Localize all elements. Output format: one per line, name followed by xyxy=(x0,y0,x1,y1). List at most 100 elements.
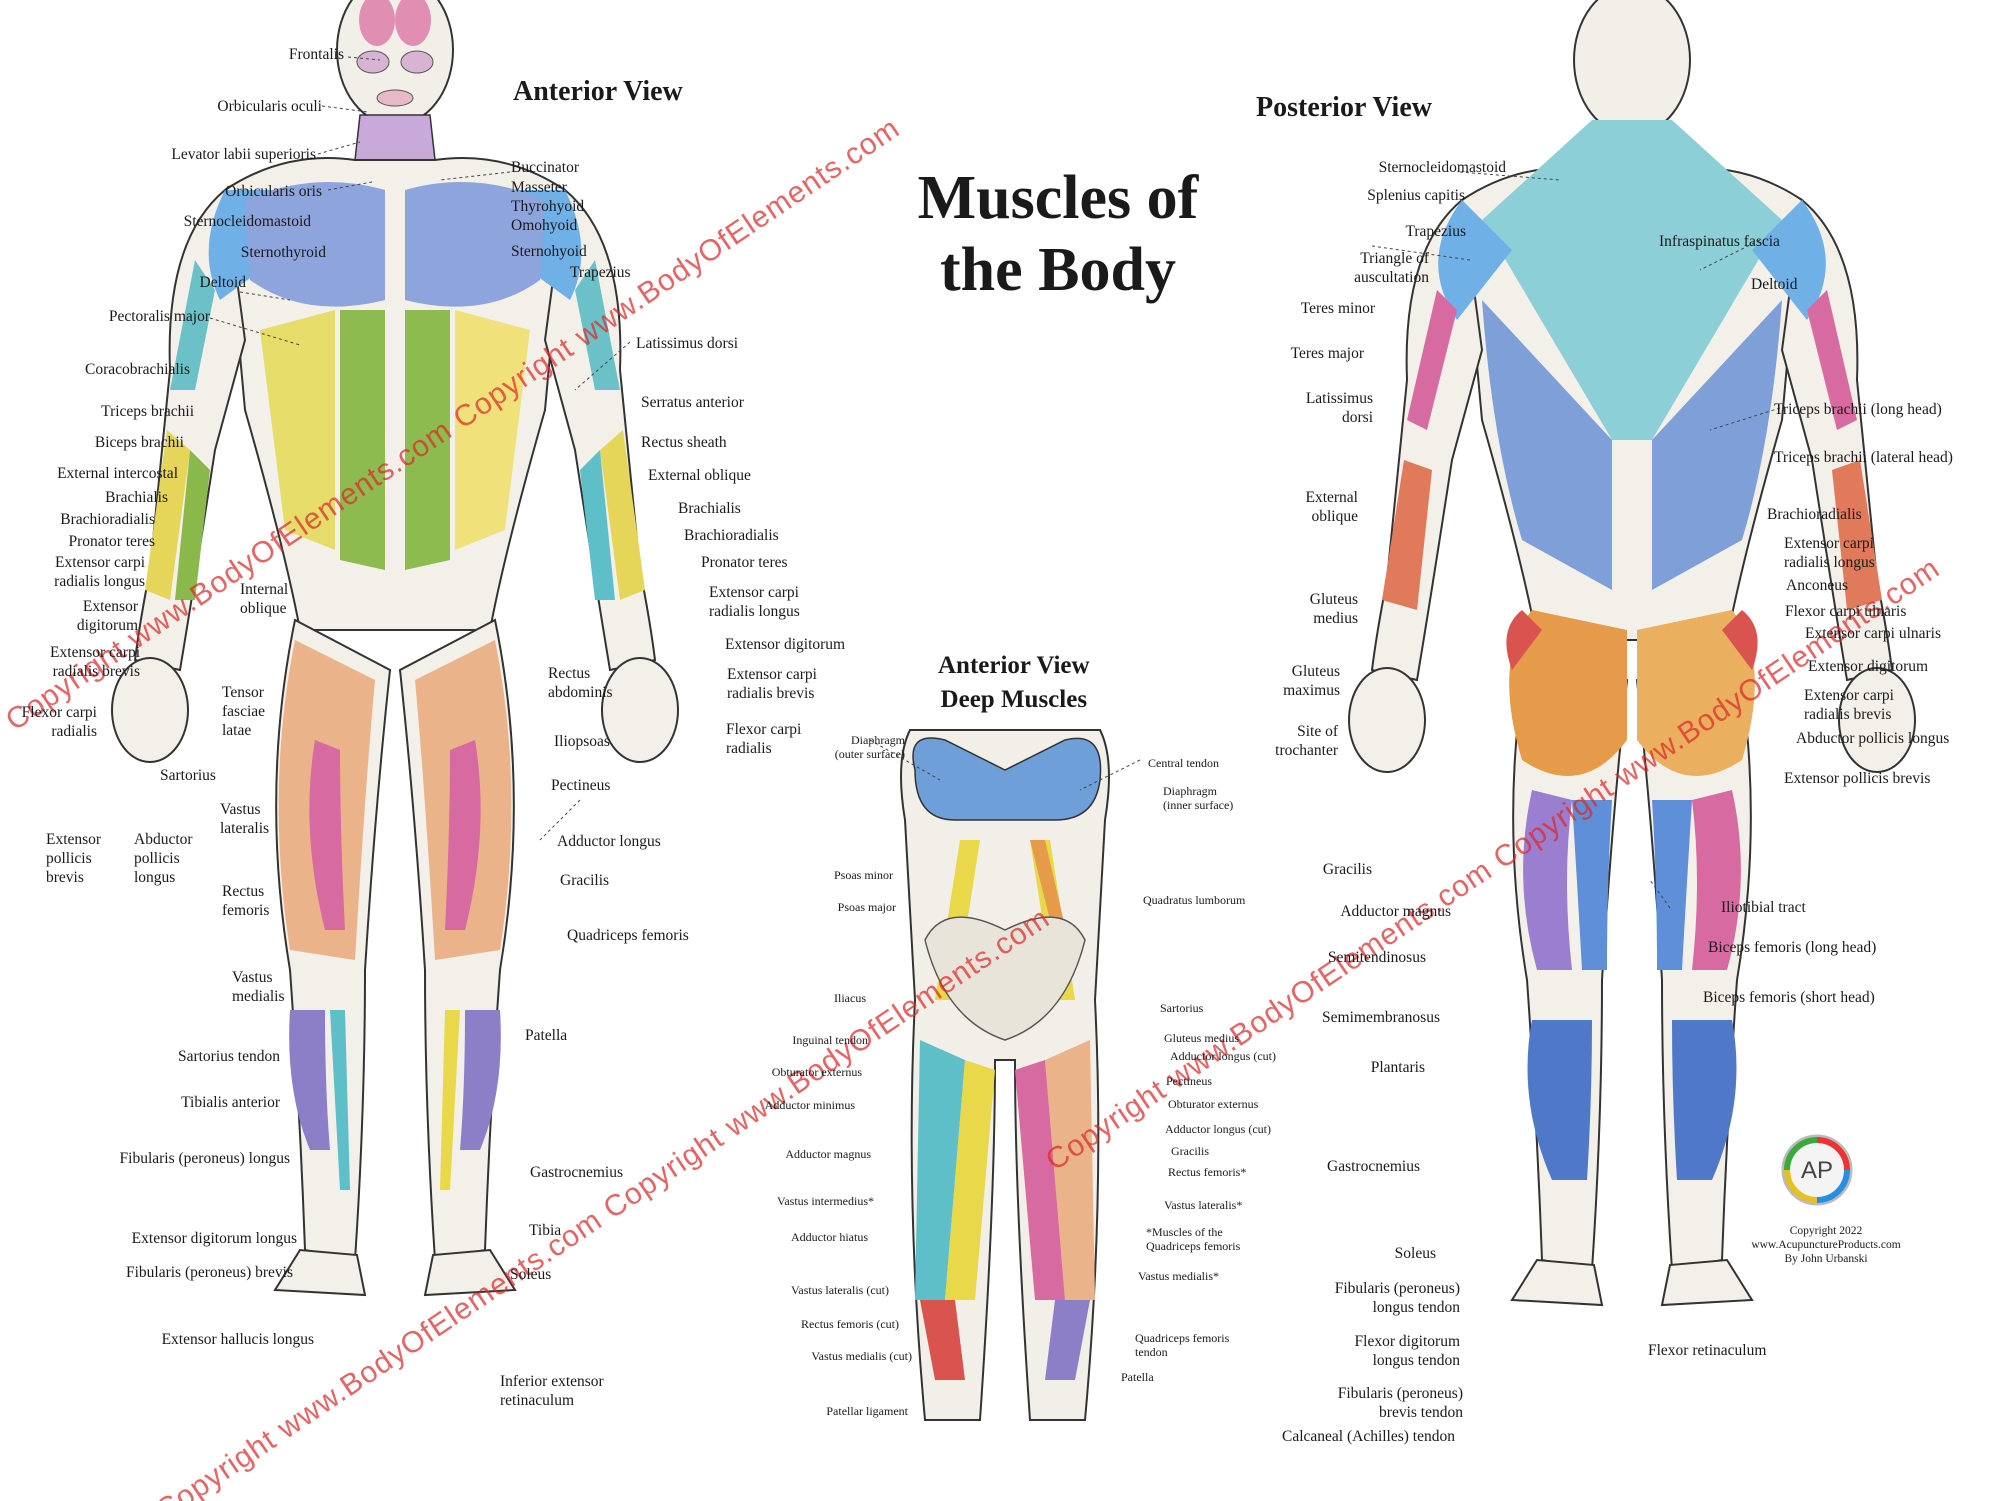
label-latissimus-dorsi: Latissimus dorsi xyxy=(1305,390,1373,426)
label-gastrocnemius: Gastrocnemius xyxy=(1327,1158,1420,1175)
label-extensor-pollicis-brevis: Extensor pollicis brevis xyxy=(1784,770,1931,787)
label-extensor-carpi-ulnaris: Extensor carpi ulnaris xyxy=(1805,625,1942,642)
label-extensor-carpi-radialis-longus: Extensor carpi radialis longus xyxy=(709,584,800,620)
label-iliacus: Iliacus xyxy=(834,991,866,1005)
label-triceps-brachii-lateral-head: Triceps brachii (lateral head) xyxy=(1774,449,1953,466)
label-gracilis: Gracilis xyxy=(1322,861,1372,878)
leader-lines xyxy=(209,56,1781,909)
label-sartorius: Sartorius xyxy=(1160,1001,1204,1015)
label-deltoid: Deltoid xyxy=(199,274,247,291)
label-gluteus-medius: Gluteus medius xyxy=(1309,591,1358,627)
label-sartorius: Sartorius xyxy=(160,767,216,784)
deep-heading-line1: Anterior View xyxy=(938,652,1090,679)
posterior-view-heading: Posterior View xyxy=(1256,92,1432,123)
label-gracilis: Gracilis xyxy=(560,872,610,889)
label-diaphragm-inner-surface: Diaphragm (inner surface) xyxy=(1163,784,1234,812)
label-adductor-longus-cut: Adductor longus (cut) xyxy=(1165,1122,1271,1136)
label-rectus-sheath: Rectus sheath xyxy=(641,434,727,451)
posterior-figure xyxy=(1348,0,1916,1306)
label-adductor-hiatus: Adductor hiatus xyxy=(791,1230,868,1244)
label-flexor-carpi-radialis: Flexor carpi radialis xyxy=(726,721,802,757)
label-quadratus-lumborum: Quadratus lumborum xyxy=(1143,893,1246,907)
label-quadriceps-femoris-tendon: Quadriceps femoris tendon xyxy=(1135,1331,1230,1359)
label-serratus-anterior: Serratus anterior xyxy=(641,394,744,411)
label-brachioradialis: Brachioradialis xyxy=(684,527,779,544)
label-buccinator: Buccinator xyxy=(511,159,580,176)
label-coracobrachialis: Coracobrachialis xyxy=(84,361,190,378)
acupuncture-products-logo: AP xyxy=(1781,1134,1853,1206)
logo-letters: AP xyxy=(1801,1157,1833,1184)
label-triangle-of-auscultation: Triangle of auscultation xyxy=(1354,250,1429,286)
label-adductor-longus-cut: Adductor longus (cut) xyxy=(1170,1049,1276,1063)
label-anconeus: Anconeus xyxy=(1786,577,1848,594)
label-inferior-extensor-retinaculum: Inferior extensor retinaculum xyxy=(500,1373,604,1409)
label-diaphragm-outer-surface: Diaphragm (outer surface) xyxy=(834,733,905,761)
label-sartorius-tendon: Sartorius tendon xyxy=(177,1048,280,1065)
label-vastus-intermedius: Vastus intermedius* xyxy=(777,1194,874,1208)
label-extensor-carpi-radialis-longus: Extensor carpi radialis longus xyxy=(54,554,145,590)
label-extensor-carpi-radialis-brevis: Extensor carpi radialis brevis xyxy=(1804,687,1894,723)
label-site-of-trochanter: Site of trochanter xyxy=(1275,723,1338,759)
label-biceps-femoris-long-head: Biceps femoris (long head) xyxy=(1708,939,1877,956)
label-plantaris: Plantaris xyxy=(1370,1059,1425,1076)
label-flexor-retinaculum: Flexor retinaculum xyxy=(1648,1342,1767,1359)
label-frontalis: Frontalis xyxy=(288,46,344,63)
label-omohyoid: Omohyoid xyxy=(511,217,578,234)
label-pectineus: Pectineus xyxy=(551,777,611,794)
label-vastus-lateralis: Vastus lateralis* xyxy=(1164,1198,1243,1212)
label-thyrohyoid: Thyrohyoid xyxy=(511,198,585,215)
label-external-oblique: External oblique xyxy=(648,467,751,484)
label-splenius-capitis: Splenius capitis xyxy=(1367,187,1465,204)
label-abductor-pollicis-longus: Abductor pollicis longus xyxy=(134,831,193,886)
label-vastus-lateralis: Vastus lateralis xyxy=(220,801,270,837)
label-brachioradialis: Brachioradialis xyxy=(1767,506,1862,523)
label-pectoralis-major: Pectoralis major xyxy=(108,308,210,325)
label-patella: Patella xyxy=(1121,1370,1154,1384)
label-gracilis: Gracilis xyxy=(1171,1144,1209,1158)
label-fibularis-peroneus-longus: Fibularis (peroneus) longus xyxy=(119,1150,290,1167)
label-psoas-major: Psoas major xyxy=(837,900,896,914)
label-extensor-hallucis-longus: Extensor hallucis longus xyxy=(161,1331,314,1348)
label-fibularis-peroneus-longus-tendon: Fibularis (peroneus) longus tendon xyxy=(1334,1280,1460,1316)
label-extensor-digitorum: Extensor digitorum xyxy=(76,598,138,634)
label-abductor-pollicis-longus: Abductor pollicis longus xyxy=(1796,730,1950,747)
credit-line1: Copyright 2022 xyxy=(1789,1225,1863,1237)
credit-line2: www.AcupunctureProducts.com xyxy=(1751,1239,1901,1251)
label-adductor-magnus: Adductor magnus xyxy=(785,1147,871,1161)
anterior-figure xyxy=(111,0,679,1296)
label-semimembranosus: Semimembranosus xyxy=(1322,1009,1440,1026)
label-central-tendon: Central tendon xyxy=(1148,756,1219,770)
label-fibularis-peroneus-brevis: Fibularis (peroneus) brevis xyxy=(125,1264,293,1281)
label-triceps-brachii: Triceps brachii xyxy=(101,403,194,420)
label-iliotibial-tract: Iliotibial tract xyxy=(1721,899,1806,916)
label-semitendinosus: Semitendinosus xyxy=(1327,949,1426,966)
label-flexor-carpi-ulnaris: Flexor carpi ulnaris xyxy=(1785,603,1907,620)
credit-line3: By John Urbanski xyxy=(1784,1253,1868,1265)
label-patella: Patella xyxy=(525,1027,568,1044)
label-quadriceps-femoris: Quadriceps femoris xyxy=(567,927,689,944)
label-flexor-digitorum-longus-tendon: Flexor digitorum longus tendon xyxy=(1354,1333,1460,1369)
label-extensor-carpi-radialis-longus: Extensor carpi radialis longus xyxy=(1784,535,1875,571)
label-vastus-medialis: Vastus medialis xyxy=(232,969,285,1005)
label-external-intercostal: External intercostal xyxy=(57,465,178,482)
anterior-view-heading: Anterior View xyxy=(513,76,683,107)
label-adductor-longus: Adductor longus xyxy=(557,833,661,850)
deep-muscles-heading: Anterior View Deep Muscles xyxy=(938,649,1090,717)
label-calcaneal-achilles-tendon: Calcaneal (Achilles) tendon xyxy=(1281,1428,1455,1445)
label-triceps-brachii-long-head: Triceps brachii (long head) xyxy=(1774,401,1942,418)
label-pronator-teres: Pronator teres xyxy=(68,533,155,550)
label-gluteus-medius: Gluteus medius xyxy=(1164,1031,1239,1045)
label-orbicularis-oculi: Orbicularis oculi xyxy=(217,98,322,115)
label-trapezius: Trapezius xyxy=(1405,223,1466,240)
label-flexor-carpi-radialis: Flexor carpi radialis xyxy=(21,704,97,740)
label-trapezius: Trapezius xyxy=(570,264,631,281)
poster-title: Muscles of the Body xyxy=(917,164,1199,304)
label-brachialis: Brachialis xyxy=(105,489,168,506)
label-brachialis: Brachialis xyxy=(678,500,741,517)
label-levator-labii-superioris: Levator labii superioris xyxy=(171,146,316,163)
label-rectus-femoris: Rectus femoris* xyxy=(1168,1165,1247,1179)
label-soleus: Soleus xyxy=(510,1266,552,1283)
label-patellar-ligament: Patellar ligament xyxy=(826,1404,908,1418)
